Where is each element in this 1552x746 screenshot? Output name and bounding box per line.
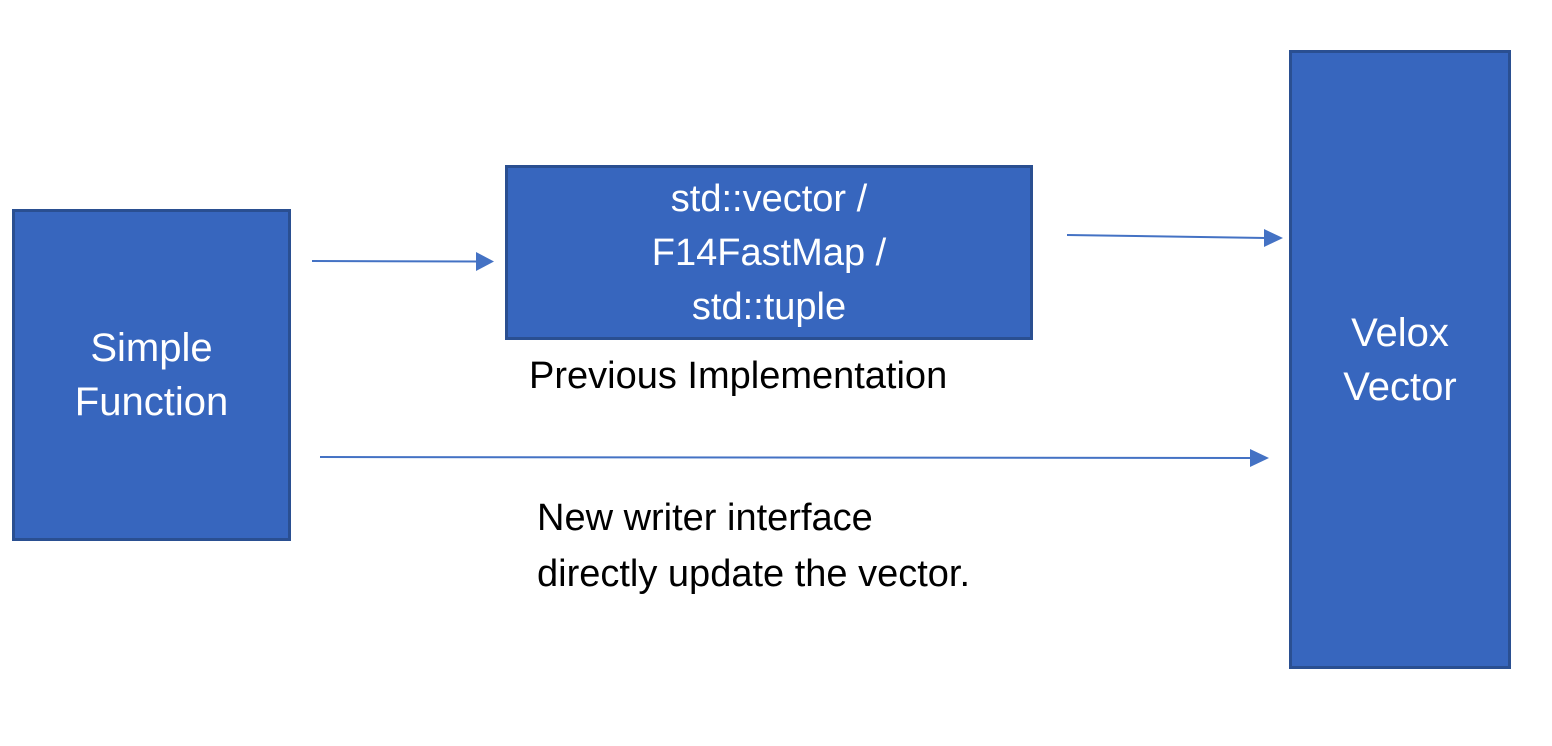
simple-function-box: Simple Function — [12, 209, 291, 541]
previous-container-box: std::vector / F14FastMap / std::tuple — [505, 165, 1033, 340]
previous-implementation-caption: Previous Implementation — [529, 355, 948, 397]
new-writer-caption-line-1: New writer interface — [537, 497, 873, 539]
arrow-container-to-velox — [1066, 229, 1283, 247]
velox-vector-label-line-1: Velox — [1351, 310, 1449, 355]
arrow-simple-to-velox-direct — [319, 449, 1269, 467]
new-writer-caption: New writer interface directly update the… — [537, 490, 970, 602]
container-label-line-2: F14FastMap / — [651, 231, 887, 274]
simple-function-label-line-1: Simple — [90, 326, 213, 370]
container-label-line-1: std::vector / — [670, 177, 868, 220]
velox-vector-box: Velox Vector — [1289, 50, 1511, 669]
container-label-line-3: std::tuple — [691, 285, 847, 328]
arrow-simple-to-container — [311, 252, 494, 271]
new-writer-caption-line-2: directly update the vector. — [537, 553, 971, 595]
simple-function-label-line-2: Function — [74, 380, 229, 424]
velox-vector-label-line-2: Vector — [1343, 364, 1457, 409]
